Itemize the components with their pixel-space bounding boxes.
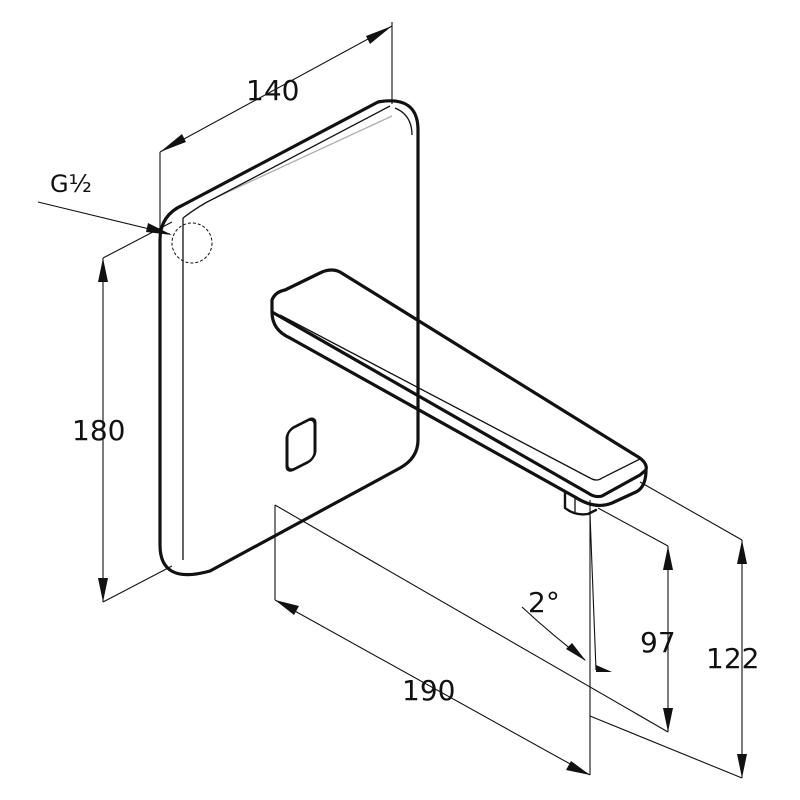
width-label: 140 (246, 74, 299, 107)
dimension-height: 180 (72, 221, 173, 603)
thread-connection-marker (171, 222, 213, 264)
spout (270, 268, 648, 516)
height-label: 180 (72, 414, 125, 447)
dimension-outlet-height: 97 (274, 504, 676, 733)
sensor-window-icon (285, 417, 317, 472)
dimension-depth: 190 (274, 500, 591, 776)
spout-height-label: 122 (706, 642, 759, 675)
depth-label: 190 (402, 674, 455, 707)
dimension-thread: G½ (37, 170, 172, 235)
dimension-angle: 2° (521, 513, 612, 672)
dimension-spout-height: 122 (589, 481, 759, 779)
thread-label: G½ (50, 170, 92, 198)
outlet-height-label: 97 (640, 626, 676, 659)
dimension-width: 140 (159, 22, 393, 232)
angle-label: 2° (528, 586, 560, 619)
